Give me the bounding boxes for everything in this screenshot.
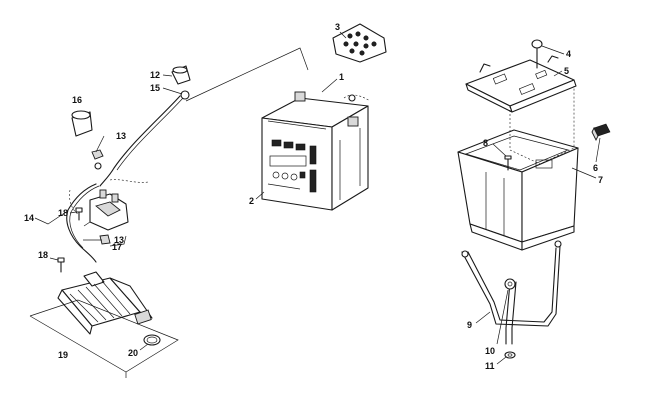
callout-labels: 1 2 3 4 5 6 7 8 9 10 11 12 13 13 14 15 1… bbox=[24, 22, 603, 371]
bushing[interactable] bbox=[504, 278, 516, 290]
battery-tray[interactable] bbox=[465, 55, 577, 113]
clip[interactable] bbox=[591, 123, 611, 142]
nut-lower[interactable] bbox=[99, 234, 111, 245]
callout-14: 14 bbox=[24, 213, 34, 223]
o-ring[interactable] bbox=[143, 334, 161, 346]
callout-18-solenoid: 18 bbox=[58, 208, 68, 218]
terminal-cover-kit[interactable] bbox=[332, 23, 387, 63]
callout-3: 3 bbox=[335, 22, 340, 32]
screw[interactable] bbox=[504, 155, 512, 171]
solenoid-wire-dotted bbox=[109, 179, 149, 183]
nut-upper[interactable] bbox=[91, 149, 104, 170]
callout-9: 9 bbox=[467, 320, 472, 330]
solenoid-ground-dotted bbox=[69, 189, 79, 215]
starter-assembly-bracket bbox=[29, 299, 179, 373]
callout-4: 4 bbox=[566, 49, 571, 59]
alignment-guides bbox=[509, 86, 575, 165]
callout-12: 12 bbox=[150, 70, 160, 80]
battery[interactable] bbox=[261, 91, 369, 211]
battery-strap[interactable] bbox=[461, 240, 562, 345]
callout-20: 20 bbox=[128, 348, 138, 358]
callout-17: 17 bbox=[112, 242, 122, 252]
battery-bolt[interactable] bbox=[348, 94, 356, 102]
battery-warning-label bbox=[267, 139, 317, 193]
callout-2: 2 bbox=[249, 196, 254, 206]
leader-lines bbox=[34, 31, 601, 365]
callout-7: 7 bbox=[598, 175, 603, 185]
terminal-boot[interactable] bbox=[171, 65, 191, 85]
callout-13-lower: 13 bbox=[114, 235, 124, 245]
callout-1: 1 bbox=[339, 72, 344, 82]
bolt-starter[interactable] bbox=[57, 257, 65, 273]
washer[interactable] bbox=[504, 351, 516, 359]
retainer-knob[interactable] bbox=[531, 39, 543, 69]
starter-motor[interactable] bbox=[57, 271, 153, 335]
bolt-solenoid[interactable] bbox=[75, 207, 83, 221]
battery-cable-dotted bbox=[343, 94, 371, 102]
callout-18-starter: 18 bbox=[38, 250, 48, 260]
battery-box[interactable] bbox=[457, 129, 579, 251]
callout-19: 19 bbox=[58, 350, 68, 360]
callout-13-upper: 13 bbox=[116, 131, 126, 141]
callout-8: 8 bbox=[483, 138, 488, 148]
cable-cap[interactable] bbox=[71, 110, 93, 137]
callout-11: 11 bbox=[485, 361, 495, 371]
positive-cable[interactable] bbox=[99, 95, 181, 187]
callout-5: 5 bbox=[564, 66, 569, 76]
callout-15: 15 bbox=[150, 83, 160, 93]
reference-line bbox=[185, 47, 309, 102]
cable-ring-terminal[interactable] bbox=[180, 90, 190, 100]
starter-cable[interactable] bbox=[66, 183, 97, 263]
callout-6: 6 bbox=[593, 163, 598, 173]
callout-10: 10 bbox=[485, 346, 495, 356]
callout-16: 16 bbox=[72, 95, 82, 105]
starter-solenoid[interactable] bbox=[83, 189, 129, 231]
